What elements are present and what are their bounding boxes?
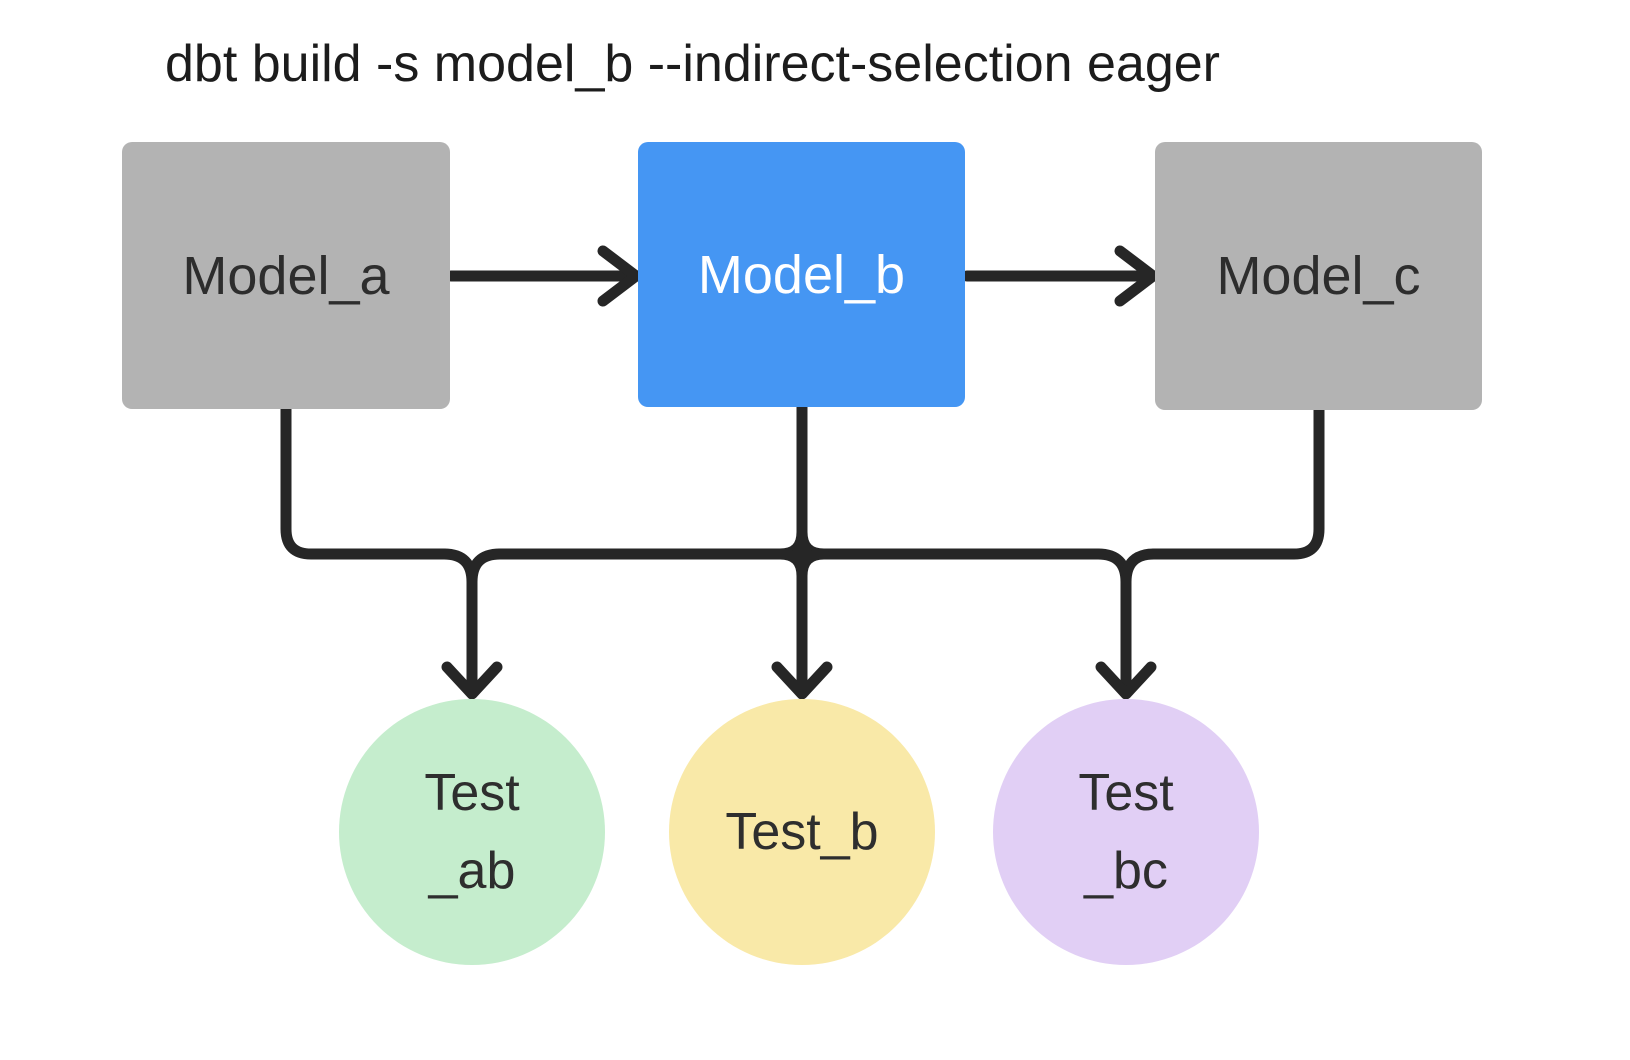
edge-bus-to-test-ab (438, 548, 506, 700)
node-test-bc-label-line1: Test (1078, 764, 1174, 822)
node-test-ab-label-line1: Test (424, 764, 520, 822)
node-model-b: Model_b (638, 142, 965, 407)
node-model-c: Model_c (1155, 142, 1482, 410)
node-test-bc-label-line2: _bc (1084, 842, 1168, 900)
command-title: dbt build -s model_b --indirect-selectio… (165, 35, 1220, 93)
node-test-ab-label-line2: _ab (428, 842, 516, 900)
edge-bus-to-test-bc (1092, 548, 1160, 700)
node-test-b-label-line1: Test_b (725, 803, 879, 861)
edge-model-b-to-model-c (961, 245, 1159, 307)
node-test-ab: Test _ab (339, 699, 605, 965)
node-model-a: Model_a (122, 142, 450, 409)
arrowhead-right-icon (1114, 245, 1159, 307)
node-test-bc: Test _bc (993, 699, 1259, 965)
arrowhead-down-icon (1095, 661, 1157, 700)
node-test-b: Test_b (669, 699, 935, 965)
arrowhead-right-icon (597, 245, 642, 307)
edge-model-b-to-test-b (771, 401, 833, 700)
arrowhead-down-icon (771, 661, 833, 700)
node-model-a-label: Model_a (182, 245, 390, 306)
node-model-c-label: Model_c (1216, 246, 1421, 306)
arrowhead-down-icon (441, 661, 503, 700)
edge-model-a-to-model-b (445, 245, 642, 307)
edge-shared-bus (280, 403, 1325, 560)
node-model-b-label: Model_b (697, 244, 906, 305)
